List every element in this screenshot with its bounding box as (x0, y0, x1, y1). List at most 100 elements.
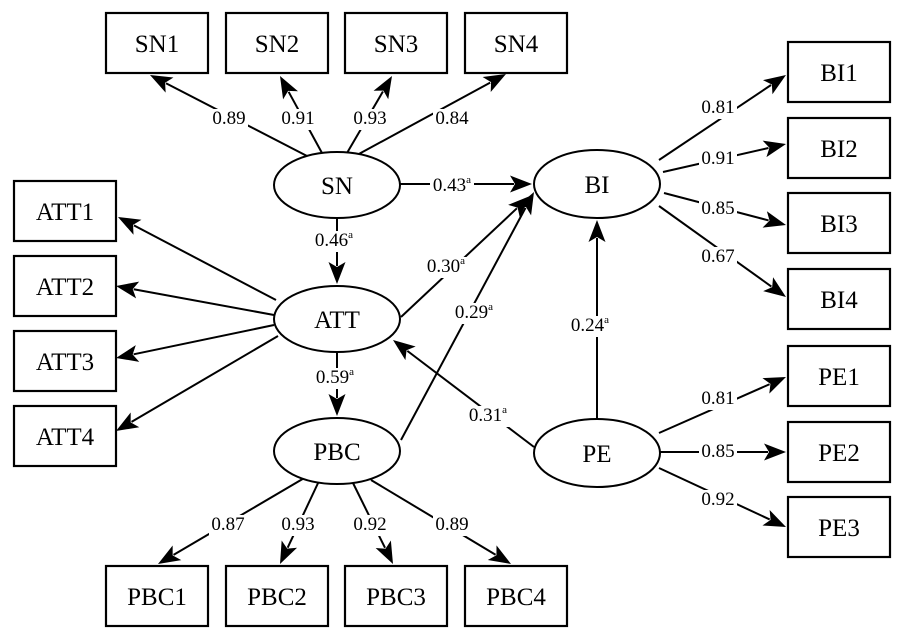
indicator-label: BI4 (820, 287, 858, 314)
path-arrow-att-bi (400, 196, 530, 318)
loading-arrow-att4 (116, 335, 279, 431)
construct-label: SN (321, 173, 353, 200)
indicator-box (12, 329, 118, 393)
arrowhead-icon (328, 262, 346, 284)
construct-ellipse (273, 285, 401, 353)
loading-arrow-bi1 (658, 75, 786, 161)
arrowhead-icon (588, 220, 606, 242)
loading-label-sn4: 0.84 (435, 108, 469, 129)
arrowhead-icon (516, 192, 534, 216)
path-arrow-pe-att (393, 340, 535, 448)
path-coefficient-sn-bi-value: 0.43 (433, 175, 466, 196)
arrowhead-icon (118, 217, 142, 235)
loading-label-sn1: 0.89 (212, 108, 245, 129)
loading-label-pbc3: 0.92 (353, 514, 386, 535)
indicator-box (786, 420, 892, 484)
loading-label-pe1-value: 0.81 (701, 388, 734, 409)
path-coefficient-att-bi-value: 0.30 (427, 256, 460, 277)
loading-label-sn2-value: 0.91 (281, 108, 314, 129)
arrowhead-icon (116, 281, 140, 299)
indicator-box (786, 344, 892, 408)
indicator-pbc1: PBC1 (104, 564, 210, 628)
arrowhead-icon (762, 211, 786, 228)
arrowhead-icon (487, 545, 511, 564)
arrowhead-icon (393, 340, 416, 361)
arrowhead-icon (762, 75, 786, 95)
loading-label-pe3-value: 0.92 (701, 489, 734, 510)
path-coefficient-pbc-bi: 0.29a (455, 301, 493, 323)
arrowhead-icon (150, 75, 174, 93)
construct-pbc: PBC (273, 417, 401, 485)
arrowhead-icon (762, 510, 786, 527)
indicator-label: PBC1 (127, 584, 187, 611)
loading-label-pe2-background (699, 442, 737, 463)
arrowhead-icon (762, 140, 786, 158)
loading-arrow-pbc2-line (286, 480, 320, 549)
indicator-box (343, 564, 449, 628)
loading-arrow-pbc3-line (351, 480, 386, 549)
indicator-sn2: SN2 (224, 11, 330, 75)
loading-label-sn1-value: 0.89 (212, 108, 245, 129)
path-coefficient-sn-bi-background (430, 176, 474, 197)
indicator-label: SN2 (255, 31, 299, 58)
loading-label-sn1-background (210, 109, 248, 130)
arrowhead-icon (762, 377, 786, 394)
path-coefficient-sn-bi: 0.43a (433, 174, 471, 196)
indicator-box (104, 564, 210, 628)
path-arrow-pe-att-line (406, 350, 535, 448)
arrowhead-icon (373, 76, 392, 100)
loading-label-pbc1-value: 0.87 (211, 514, 244, 535)
loading-arrow-att4-line (131, 335, 279, 423)
loading-label-pe2: 0.85 (701, 441, 734, 462)
construct-label: ATT (314, 307, 360, 334)
arrowhead-icon (482, 74, 506, 92)
loading-label-pbc3-background (351, 515, 389, 536)
loading-label-bi2: 0.91 (701, 148, 734, 169)
path-coefficient-pe-bi-background (568, 316, 612, 337)
loading-label-bi4-background (699, 247, 737, 268)
construct-ellipse (533, 418, 661, 488)
loading-label-bi4: 0.67 (701, 246, 734, 267)
indicator-label: BI1 (820, 60, 858, 87)
indicator-box (786, 40, 892, 104)
loading-arrow-att3-line (133, 324, 275, 356)
loading-arrow-att2 (116, 281, 275, 316)
path-coefficient-sn-bi-significance-marker: a (466, 174, 471, 186)
indicator-label: BI2 (820, 136, 858, 163)
path-coefficient-pe-att-significance-marker: a (502, 404, 507, 416)
path-coefficient-sn-att: 0.46a (315, 229, 353, 251)
loading-label-pbc1: 0.87 (211, 514, 244, 535)
arrowhead-icon (158, 545, 182, 564)
construct-label: PBC (313, 439, 360, 466)
loading-arrow-pbc2 (280, 480, 320, 564)
indicator-box (786, 116, 892, 180)
indicator-pe2: PE2 (786, 420, 892, 484)
loading-arrow-pbc3 (351, 480, 393, 564)
construct-ellipse (273, 151, 401, 219)
indicator-label: ATT3 (36, 349, 94, 376)
loading-label-sn2: 0.91 (281, 108, 314, 129)
path-coefficient-pe-att-value: 0.31 (469, 405, 502, 426)
loading-label-pbc4-value: 0.89 (435, 514, 468, 535)
loading-label-pbc2: 0.93 (281, 514, 314, 535)
indicator-box (104, 11, 210, 75)
indicator-box (343, 11, 449, 75)
loading-label-pbc4-background (433, 515, 471, 536)
indicator-label: ATT2 (36, 274, 94, 301)
path-coefficient-pe-bi-value: 0.24 (571, 315, 605, 336)
indicator-label: PE1 (818, 364, 860, 391)
loading-label-pbc3-value: 0.92 (353, 514, 386, 535)
indicator-pbc2: PBC2 (224, 564, 330, 628)
path-coefficient-att-bi-significance-marker: a (460, 255, 465, 267)
loading-label-bi1-background (699, 98, 737, 119)
loading-arrow-sn4 (356, 74, 506, 156)
arrowhead-icon (116, 412, 140, 431)
indicator-label: PBC2 (247, 584, 307, 611)
arrowhead-icon (763, 277, 786, 297)
indicator-label: BI3 (820, 211, 858, 238)
path-coefficient-pe-bi-significance-marker: a (604, 314, 609, 326)
indicator-label: SN3 (374, 31, 418, 58)
loading-label-pe1-background (699, 389, 737, 410)
construct-label: PE (582, 441, 611, 468)
